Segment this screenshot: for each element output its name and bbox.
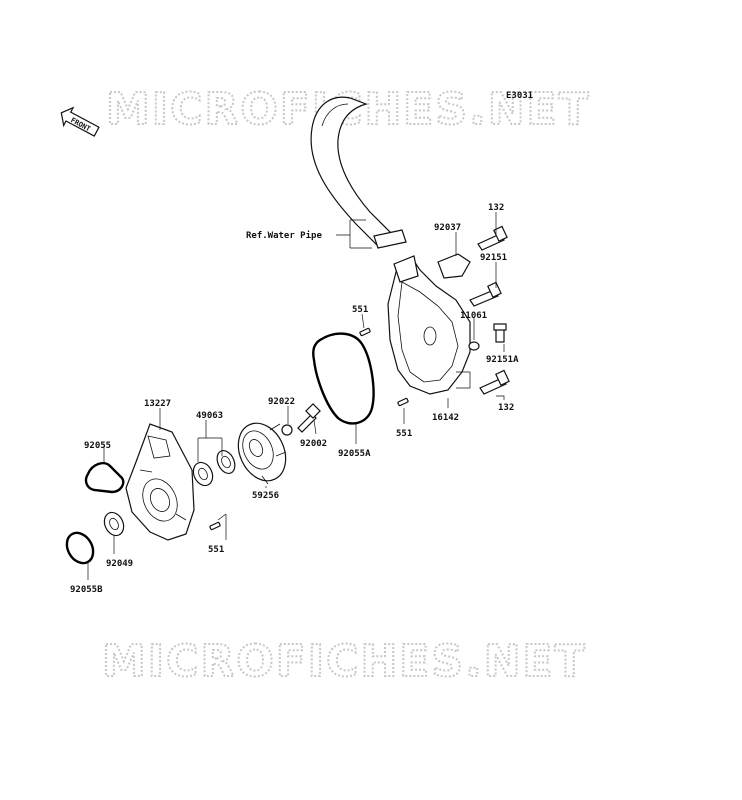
label-92049: 92049: [106, 559, 133, 569]
watermark-bottom: MICROFICHES.NET: [102, 636, 587, 687]
ref-leader: [336, 219, 372, 249]
bolt-92151A: [493, 323, 507, 343]
label-92151A: 92151A: [486, 355, 519, 365]
bolt-132-bottom: [479, 369, 510, 395]
label-551-mid: 551: [396, 429, 412, 439]
o-ring-92055: [84, 462, 125, 494]
label-49063: 49063: [196, 411, 223, 421]
water-pipe: [310, 96, 407, 249]
washer-11061: [468, 341, 480, 351]
part-labels: 132 92037 92151 551 11061 92151A 132 161…: [70, 203, 519, 595]
label-92022: 92022: [268, 397, 295, 407]
label-551-top: 551: [352, 305, 368, 315]
pump-inlet-neck: [393, 255, 419, 283]
bolt-132-top: [477, 225, 508, 251]
label-92037: 92037: [434, 223, 461, 233]
dowel-pin-551-bottom: [209, 521, 221, 531]
label-92151: 92151: [480, 253, 507, 263]
seal-ring-b: [192, 461, 214, 487]
label-132-bottom: 132: [498, 403, 514, 413]
o-ring-92055A: [312, 332, 375, 425]
bolt-92151: [469, 281, 502, 307]
label-11061: 11061: [460, 311, 487, 321]
dowel-pin-551-top: [359, 327, 371, 337]
bolt-92002: [297, 403, 321, 433]
label-13227: 13227: [144, 399, 171, 409]
pump-body-13227: [125, 423, 195, 541]
o-ring-92055B: [65, 531, 95, 565]
seal-ring-a: [216, 450, 236, 474]
impeller-59256: [237, 422, 287, 485]
oil-seal-92049: [103, 511, 125, 537]
pipe-clamp: [373, 229, 407, 249]
label-92055A: 92055A: [338, 449, 371, 459]
label-132-top: 132: [488, 203, 504, 213]
ref-water-pipe-label: Ref.Water Pipe: [246, 230, 322, 241]
label-59256: 59256: [252, 491, 279, 501]
figure-code: E3031: [506, 91, 533, 101]
label-92002: 92002: [300, 439, 327, 449]
front-arrow-icon: FRONT: [60, 106, 100, 137]
label-92055B: 92055B: [70, 585, 103, 595]
label-92055: 92055: [84, 441, 111, 451]
pump-cover: [387, 253, 471, 395]
washer-92022: [281, 424, 293, 436]
dowel-pin-551-mid: [397, 397, 409, 407]
label-551-bottom: 551: [208, 545, 224, 555]
leader-lines: [87, 212, 505, 580]
bracket-92037: [437, 253, 471, 279]
label-16142: 16142: [432, 413, 459, 423]
